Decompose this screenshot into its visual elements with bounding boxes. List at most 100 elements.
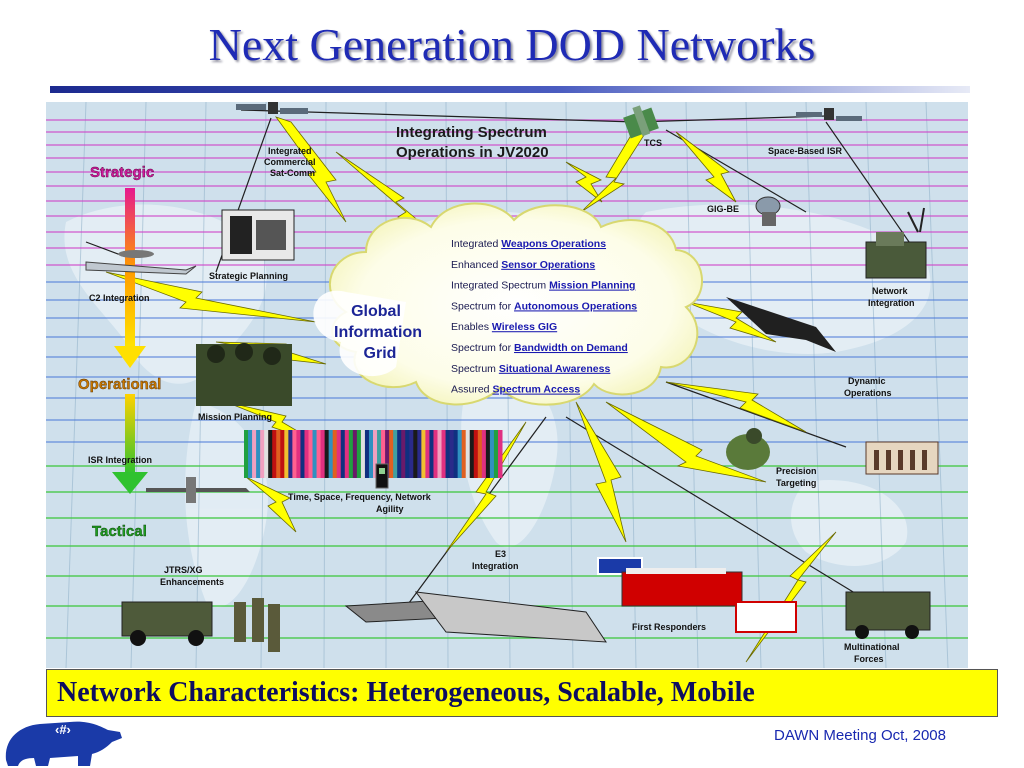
spectrum-stripe [292,430,297,478]
spectrum-stripe [344,430,350,478]
spectrum-stripe [320,430,326,478]
spectrum-stripe [481,430,487,478]
label-network-integration-2: Integration [868,298,915,308]
spectrum-stripe [260,430,265,478]
spectrum-stripe [413,430,418,478]
page-number: ‹#› [55,722,71,737]
gig-label-line2: Information [334,324,422,341]
gig-label-line3: Grid [364,345,397,362]
spectrum-bar [244,430,503,478]
spectrum-stripe [377,430,382,478]
footer-meeting-label: DAWN Meeting Oct, 2008 [773,727,946,744]
spectrum-stripe [272,430,277,478]
diagram-header-line1: Integrating Spectrum [396,124,547,141]
label-precision-targeting-1: Precision [776,466,817,476]
uav-icon [146,477,250,503]
spectrum-stripe [493,430,499,478]
spectrum-stripe [453,430,459,478]
ambulance-icon [735,601,797,633]
network-vehicle-icon [865,207,927,279]
label-network-integration-1: Network [872,286,909,296]
grid-strategic [46,119,968,266]
network-characteristics-banner: Network Characteristics: Heterogeneous, … [46,669,998,717]
slide-title: Next Generation DOD Networks [208,19,816,70]
capability-prefix: Assured [451,384,492,396]
spectrum-stripe [441,430,447,478]
label-jtrs-2: Enhancements [160,577,224,587]
capability-prefix: Enhanced [451,259,501,271]
label-strategic-planning: Strategic Planning [209,271,288,281]
tcs-satellite-icon [623,105,659,139]
capability-item: Spectrum for Autonomous Operations [451,300,637,312]
spectrum-stripe [284,430,289,478]
label-first-responders: First Responders [632,622,706,632]
spectrum-stripe [336,430,342,478]
spectrum-stripe [368,430,374,478]
spectrum-stripe [256,430,261,478]
capability-prefix: Spectrum for [451,300,514,312]
capability-prefix: Spectrum [451,363,499,375]
label-isr-integration: ISR Integration [88,455,152,465]
spectrum-stripe [328,430,334,478]
spectrum-stripe [288,430,293,478]
spectrum-stripe [429,430,434,478]
title-underline [50,86,970,93]
spectrum-stripe [312,430,318,478]
spectrum-stripe [401,430,406,478]
capability-prefix: Integrated [451,238,501,250]
label-sat-comm-1: Integrated [268,146,312,156]
fire-truck-icon [621,568,743,607]
capability-link: Autonomous Operations [514,300,637,312]
label-space-isr: Space-Based ISR [768,146,843,156]
spectrum-stripe [397,430,402,478]
c2-aircraft-icon [85,250,197,275]
capability-link: Bandwidth on Demand [514,342,628,354]
mission-planning-image [196,343,292,406]
spectrum-stripe [477,430,483,478]
infantry-soldiers-icon [234,598,280,652]
spectrum-stripe [316,430,322,478]
spectrum-stripe [461,430,467,478]
label-dynamic-ops-1: Dynamic [848,376,886,386]
level-tactical: Tactical [92,523,147,540]
capability-item: Spectrum Situational Awareness [451,363,610,375]
humvee-icon [121,601,213,646]
spectrum-stripe [445,430,451,478]
capability-link: Spectrum Access [492,384,580,396]
spectrum-stripe [280,430,285,478]
radio-icon [375,463,389,489]
spectrum-stripe [425,430,430,478]
label-agility-2: Agility [376,504,404,514]
label-tcs: TCS [644,138,662,148]
spectrum-stripe [485,430,491,478]
capability-item: Spectrum for Bandwidth on Demand [451,342,628,354]
capability-prefix: Enables [451,321,492,333]
spectrum-stripe [473,430,479,478]
spectrum-stripe [264,430,269,478]
spectrum-stripe [276,430,281,478]
spectrum-stripe [373,430,378,478]
capability-link: Weapons Operations [501,238,606,250]
spectrum-stripe [332,430,338,478]
spectrum-stripe [352,430,358,478]
spectrum-stripe [409,430,414,478]
capability-item: Enables Wireless GIG [451,321,557,333]
diagram-canvas: Integrating Spectrum Operations in JV202… [46,102,968,668]
level-strategic: Strategic [90,164,154,181]
spectrum-stripe [469,430,475,478]
spectrum-stripe [433,430,438,478]
spectrum-stripe [421,430,426,478]
spectrum-stripe [489,430,495,478]
spectrum-stripe [244,430,249,478]
spectrum-stripe [252,430,257,478]
capability-link: Situational Awareness [499,363,611,375]
label-c2-integration: C2 Integration [89,293,150,303]
spectrum-stripe [308,430,314,478]
spectrum-stripe [340,430,346,478]
capability-link: Wireless GIG [492,321,557,333]
spectrum-stripe [417,430,422,478]
spectrum-stripe [393,430,398,478]
spectrum-stripe [356,430,362,478]
spectrum-stripe [437,430,443,478]
